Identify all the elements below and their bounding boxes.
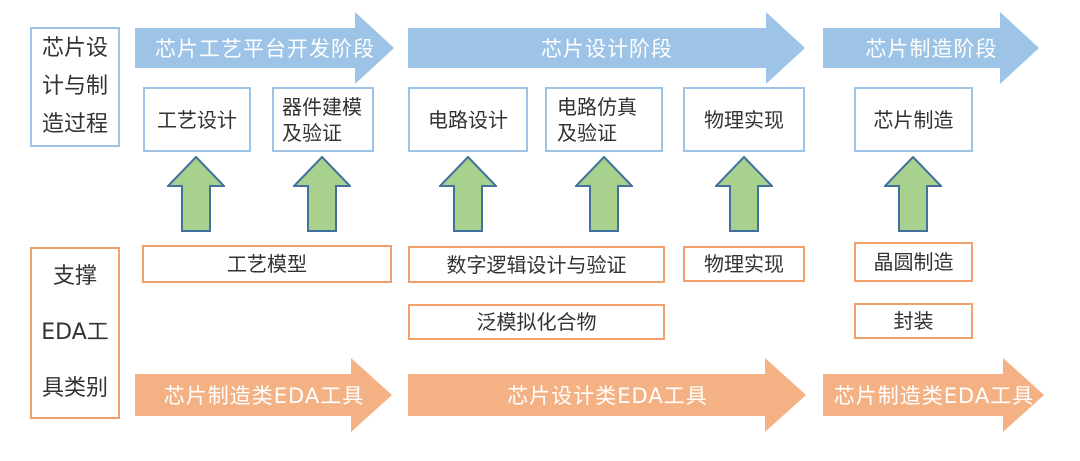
process-box-physical-implementation: 物理实现 bbox=[683, 87, 805, 152]
tool-box-label: 物理实现 bbox=[704, 252, 784, 276]
process-category-label-box: 芯片设 计与制 造过程 bbox=[30, 27, 120, 147]
up-arrow-icon bbox=[715, 156, 773, 232]
tool-box-digital-logic-design-verification: 数字逻辑设计与验证 bbox=[408, 246, 665, 283]
right-arrow-icon bbox=[135, 12, 394, 84]
tool-box-label: 晶圆制造 bbox=[873, 250, 954, 274]
stage-arrow-process-platform: 芯片工艺平台开发阶段 bbox=[135, 11, 395, 85]
up-arrow-icon bbox=[884, 156, 942, 232]
tool-arrow-manufacturing-eda-2: 芯片制造类EDA工具 bbox=[823, 357, 1045, 433]
tool-arrow-label: 芯片制造类EDA工具 bbox=[833, 384, 1035, 408]
process-label-line: 芯片设 bbox=[41, 36, 108, 61]
process-box-label: 芯片制造 bbox=[873, 107, 954, 132]
eda-tools-category-label-box: 支撑 EDA工 具类别 bbox=[30, 247, 120, 419]
right-arrow-icon bbox=[823, 12, 1039, 84]
process-box-device-modeling: 器件建模及验证 bbox=[272, 87, 374, 152]
tool-box-label: 封装 bbox=[893, 309, 934, 333]
process-box-process-design: 工艺设计 bbox=[143, 87, 251, 152]
right-arrow-icon bbox=[408, 12, 805, 84]
tool-arrow-label: 芯片设计类EDA工具 bbox=[507, 384, 708, 408]
stage-arrow-label: 芯片设计阶段 bbox=[541, 37, 673, 61]
tool-box-physical-implementation: 物理实现 bbox=[683, 246, 805, 282]
stage-arrow-label: 芯片工艺平台开发阶段 bbox=[155, 37, 375, 61]
tool-arrow-manufacturing-eda: 芯片制造类EDA工具 bbox=[135, 357, 393, 433]
stage-arrow-chip-manufacturing: 芯片制造阶段 bbox=[823, 11, 1040, 85]
process-box-circuit-simulation: 电路仿真及验证 bbox=[545, 87, 663, 152]
tool-box-label: 泛模拟化合物 bbox=[476, 310, 597, 334]
stage-arrow-chip-design: 芯片设计阶段 bbox=[408, 11, 806, 85]
process-box-label: 工艺设计 bbox=[157, 107, 237, 132]
process-box-circuit-design: 电路设计 bbox=[408, 87, 528, 152]
tool-box-process-model: 工艺模型 bbox=[142, 245, 392, 283]
process-label-line: 造过程 bbox=[41, 112, 108, 137]
stage-arrow-label: 芯片制造阶段 bbox=[865, 37, 998, 61]
process-box-label: 物理实现 bbox=[704, 107, 784, 132]
tool-box-label: 数字逻辑设计与验证 bbox=[446, 252, 627, 277]
right-arrow-icon bbox=[408, 358, 806, 432]
right-arrow-icon bbox=[135, 358, 392, 432]
process-box-label: 电路仿真及验证 bbox=[557, 94, 637, 145]
tools-label-line: EDA工 bbox=[41, 320, 109, 345]
right-arrow-icon bbox=[823, 358, 1044, 432]
process-box-chip-manufacturing: 芯片制造 bbox=[854, 87, 973, 152]
tool-box-label: 工艺模型 bbox=[227, 252, 307, 276]
up-arrow-icon bbox=[293, 156, 351, 232]
tool-box-wafer-fabrication: 晶圆制造 bbox=[854, 242, 973, 282]
tool-box-packaging: 封装 bbox=[854, 303, 973, 339]
process-box-label: 电路设计 bbox=[428, 107, 508, 132]
tool-box-pan-analog-compound: 泛模拟化合物 bbox=[408, 304, 665, 340]
tool-arrow-design-eda: 芯片设计类EDA工具 bbox=[408, 357, 807, 433]
up-arrow-icon bbox=[167, 156, 225, 232]
tool-arrow-label: 芯片制造类EDA工具 bbox=[163, 384, 365, 408]
tools-label-line: 具类别 bbox=[41, 376, 108, 401]
up-arrow-icon bbox=[575, 156, 633, 232]
up-arrow-icon bbox=[439, 156, 497, 232]
process-label-line: 计与制 bbox=[41, 74, 108, 99]
process-box-label: 器件建模及验证 bbox=[282, 94, 362, 145]
tools-label-line: 支撑 bbox=[52, 264, 97, 289]
